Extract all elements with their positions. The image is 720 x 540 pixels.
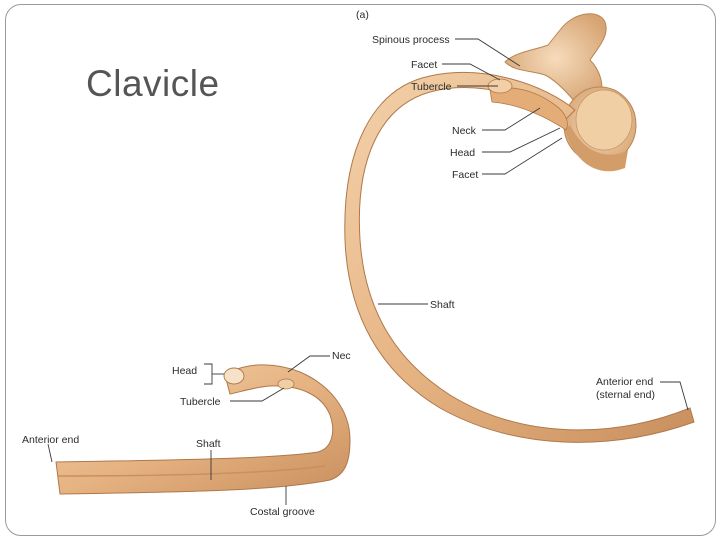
leader-spinous-process	[455, 38, 521, 67]
panel-label-a: (a)	[356, 9, 369, 21]
leader-tubercle-b	[230, 387, 285, 402]
rib-b-head-shape	[223, 367, 245, 385]
leader-facet-bottom	[482, 137, 563, 175]
label-anterior-end-a-line2: (sternal end)	[596, 389, 655, 401]
label-tubercle-b: Tubercle	[180, 396, 221, 408]
label-tubercle-a: Tubercle	[411, 81, 452, 93]
leader-neck-b	[287, 355, 330, 373]
label-neck-a: Neck	[452, 125, 477, 137]
label-shaft-b: Shaft	[196, 438, 221, 450]
rib-neck-shape	[489, 87, 568, 131]
slide-title: Clavicle	[86, 63, 220, 104]
label-facet-bottom: Facet	[452, 169, 478, 181]
figure-b: Head Nec Tubercle Anterior end Shaft Cos…	[18, 345, 351, 525]
label-neck-b: Nec	[332, 350, 351, 362]
label-anterior-end-a-line1: Anterior end	[596, 376, 653, 388]
rib-shaft-shape	[344, 72, 695, 443]
leader-head	[482, 127, 561, 153]
costal-groove-line	[57, 465, 326, 477]
leader-neck	[482, 107, 541, 131]
label-head-b: Head	[172, 365, 197, 377]
vertebral-body-surface	[575, 89, 633, 151]
label-head-a: Head	[450, 147, 475, 159]
label-spinous-process: Spinous process	[372, 34, 450, 46]
label-costal-groove: Costal groove	[250, 506, 315, 518]
label-anterior-end-b: Anterior end	[22, 434, 79, 446]
rib-b-shape	[55, 364, 351, 495]
vertebral-body-side	[565, 125, 628, 172]
rib-b-tubercle-shape	[277, 378, 295, 390]
leader-facet-top	[442, 63, 501, 81]
label-shaft-a: Shaft	[430, 299, 455, 311]
label-facet-top: Facet	[411, 59, 437, 71]
figure-a: (a) Spinous process Facet Tubercle Neck …	[344, 9, 695, 443]
leader-anterior-end-b	[47, 443, 53, 463]
leader-anterior-end-a	[660, 381, 689, 411]
